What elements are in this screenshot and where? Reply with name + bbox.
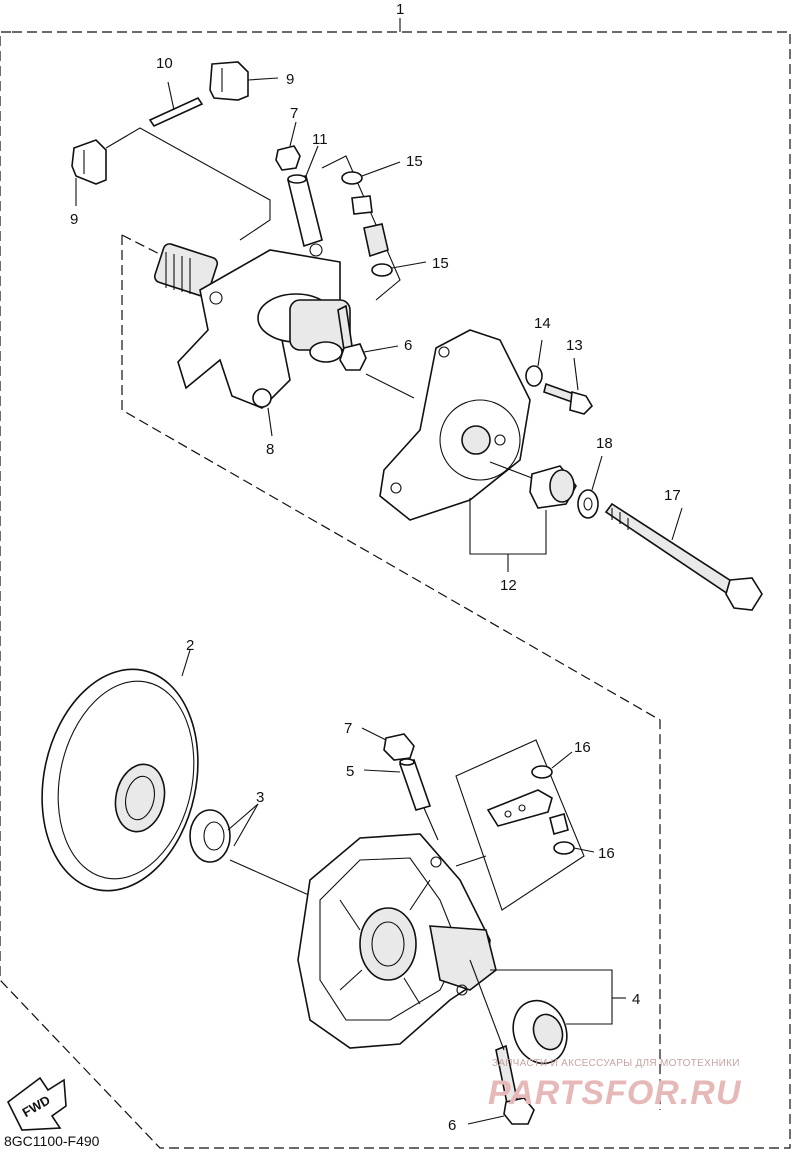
callout-17: 17 — [664, 487, 681, 504]
washer-part-14 — [525, 339, 543, 387]
pin-part-10 — [148, 81, 204, 128]
callout-15-upper: 15 — [406, 153, 423, 170]
callout-8: 8 — [266, 441, 274, 458]
callout-1: 1 — [396, 1, 404, 18]
callout-15-lower: 15 — [432, 255, 449, 272]
callout-6-lower: 6 — [448, 1117, 456, 1134]
callout-14: 14 — [534, 315, 551, 332]
callout-labels: 1 2 3 4 5 6 6 7 7 8 9 9 10 11 12 13 14 1… — [70, 1, 681, 1134]
bushing-group-15 — [321, 155, 427, 301]
fwd-arrow-icon: FWD — [6, 1076, 67, 1131]
callout-10: 10 — [156, 55, 173, 72]
bushing-group-16 — [455, 739, 595, 911]
callout-16-lower: 16 — [598, 845, 615, 862]
sub-assembly-frame — [121, 235, 661, 1110]
assembly-frame — [0, 18, 791, 1149]
nut-part-7-lower — [361, 727, 415, 761]
diagram-code: 8GC1100-F490 — [4, 1133, 100, 1149]
cover-plate — [379, 329, 531, 521]
callout-5: 5 — [346, 763, 354, 780]
weight-part-9-upper — [209, 61, 279, 101]
bolt-part-13 — [543, 357, 594, 415]
bolt-part-17 — [604, 502, 763, 611]
split-bushing-part-3 — [189, 803, 321, 901]
callout-4: 4 — [632, 991, 640, 1008]
movable-sheave-part-4 — [297, 833, 497, 1049]
callout-7-upper: 7 — [290, 105, 298, 122]
callout-18: 18 — [596, 435, 613, 452]
watermark-brand: PARTSFOR.RU — [488, 1074, 742, 1112]
washer-part-18 — [577, 455, 603, 519]
callout-7-lower: 7 — [344, 720, 352, 737]
callout-11: 11 — [312, 131, 328, 148]
watermark-tagline: ЗАПЧАСТИ И АКСЕССУАРЫ ДЛЯ МОТОТЕХНИКИ — [492, 1058, 740, 1069]
callout-12: 12 — [500, 577, 517, 594]
callout-2: 2 — [186, 637, 194, 654]
bushing-part-4 — [490, 969, 626, 1065]
watermark: ЗАПЧАСТИ И АКСЕССУАРЫ ДЛЯ МОТОТЕХНИКИ PA… — [488, 1058, 742, 1112]
weight-part-9-lower — [71, 139, 107, 206]
spider-hub — [153, 243, 351, 437]
frame-link — [121, 234, 251, 301]
bolt-part-6-lower — [467, 959, 535, 1125]
sleeve-part-11 — [287, 145, 323, 248]
weight-leader — [105, 127, 271, 241]
bushing-part-12 — [469, 461, 577, 572]
callout-16-upper: 16 — [574, 739, 591, 756]
callout-6-upper: 6 — [404, 337, 412, 354]
sleeve-part-5 — [363, 758, 439, 841]
nut-part-7-upper — [275, 121, 301, 171]
callout-9-upper: 9 — [286, 71, 294, 88]
callout-9-lower: 9 — [70, 211, 78, 228]
callout-13: 13 — [566, 337, 583, 354]
callout-3: 3 — [256, 789, 264, 806]
bolt-part-6-upper — [337, 304, 415, 399]
fixed-sheave-part-2 — [41, 649, 199, 892]
